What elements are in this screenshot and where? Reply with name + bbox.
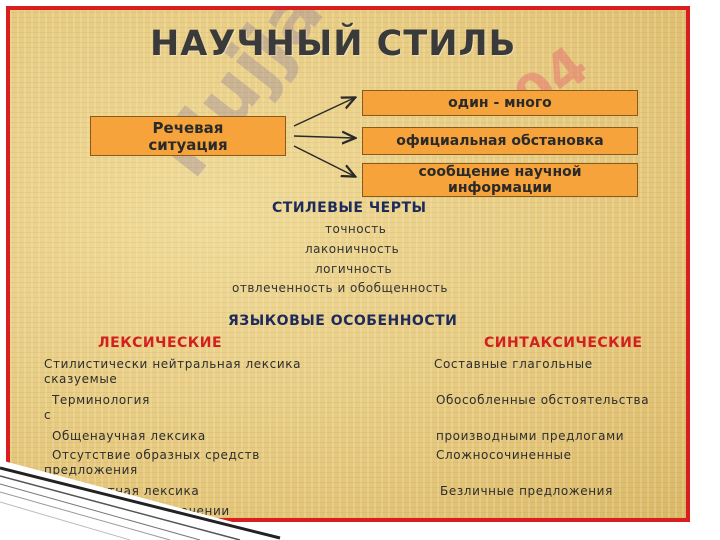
lexical-item: Стилистически нейтральная лексика (44, 357, 302, 371)
style-feature: лаконичность (305, 242, 400, 256)
syntactic-heading: СИНТАКСИЧЕСКИЕ (484, 335, 643, 351)
arrow-to-item-2 (293, 136, 354, 138)
arrows-diagram (293, 10, 690, 522)
syntactic-item: Обособленные обстоятельства (436, 393, 650, 407)
situation-item-3-line-1: сообщение научной (418, 164, 582, 180)
speech-situation-line-1: Речевая (152, 119, 224, 137)
slide-frame: Hujjat 04 НАУЧНЫЙ СТИЛЬ Речевая ситуация… (6, 6, 690, 522)
style-feature: отвлеченность и обобщенность (232, 281, 448, 295)
language-features-heading: ЯЗЫКОВЫЕ ОСОБЕННОСТИ (228, 313, 458, 329)
lexical-item: Отсутствие образных средств (52, 448, 260, 462)
situation-item-3: сообщение научной информации (362, 163, 638, 197)
arrow-to-item-1 (293, 98, 354, 127)
situation-item-2-text: официальная обстановка (396, 133, 604, 149)
situation-item-2: официальная обстановка (362, 127, 638, 155)
style-feature: логичность (315, 262, 393, 276)
syntactic-item: Составные глагольные (434, 357, 593, 371)
speech-situation-box: Речевая ситуация (90, 116, 286, 156)
slide-title: НАУЧНЫЙ СТИЛЬ (150, 24, 517, 64)
arrow-to-item-3 (293, 145, 354, 176)
style-features-heading: СТИЛЕВЫЕ ЧЕРТЫ (272, 200, 427, 216)
corner-decoration (0, 460, 300, 540)
lexical-heading: ЛЕКСИЧЕСКИЕ (98, 335, 223, 351)
situation-item-3-line-2: информации (448, 180, 552, 196)
syntactic-item: производными предлогами (436, 429, 625, 443)
lexical-item: с (44, 408, 52, 422)
lexical-item: Общенаучная лексика (52, 429, 206, 443)
syntactic-item: Безличные предложения (440, 484, 613, 498)
speech-situation-line-2: ситуация (148, 136, 228, 154)
situation-item-1-text: один - много (448, 95, 552, 111)
syntactic-item: Сложносочиненные (436, 448, 572, 462)
lexical-item: Терминология (52, 393, 150, 407)
situation-item-1: один - много (362, 90, 638, 116)
lexical-item: сказуемые (44, 372, 118, 386)
lexical-item: предложения (44, 463, 138, 477)
style-feature: точность (325, 222, 387, 236)
